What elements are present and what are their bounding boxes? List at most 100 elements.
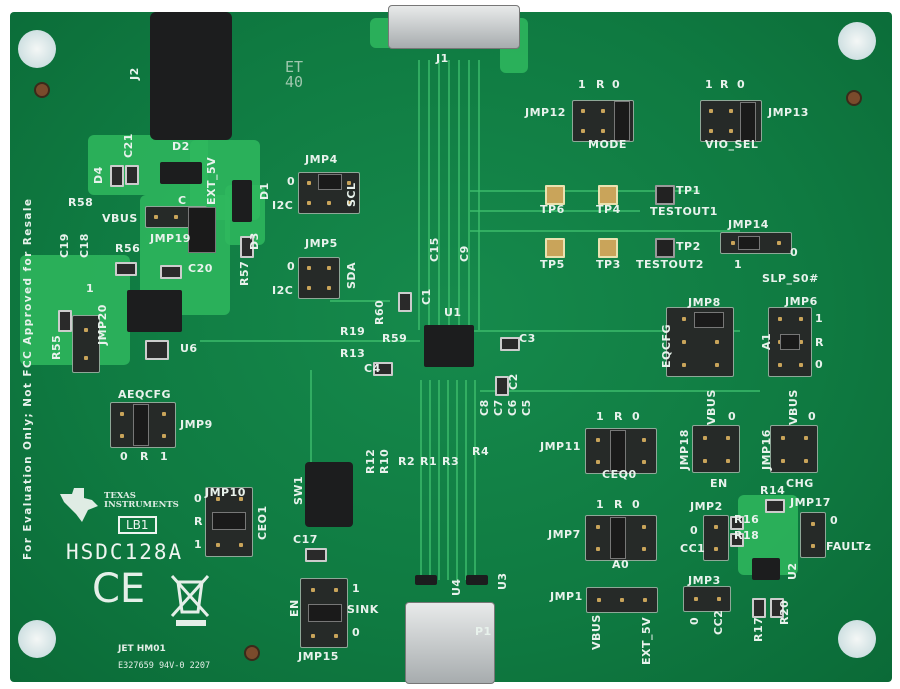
silkscreen-label: TP1 <box>676 184 701 197</box>
trace <box>470 230 740 232</box>
jumper-jmp1 <box>586 587 658 613</box>
passive-component <box>398 292 412 312</box>
silkscreen-label: JMP5 <box>305 237 338 250</box>
silkscreen-label: 1 <box>596 498 605 511</box>
silkscreen-label: 0 <box>632 410 641 423</box>
ic-u6 <box>127 290 182 332</box>
header-pin <box>725 458 730 463</box>
header-pin <box>596 598 601 602</box>
ic-u4 <box>415 575 437 585</box>
silkscreen-label: 0 <box>612 78 621 91</box>
silkscreen-label: VBUS <box>102 212 138 225</box>
silkscreen-label: R57 <box>238 260 251 286</box>
silkscreen-label: JMP11 <box>540 440 581 453</box>
silkscreen-label: JMP3 <box>688 574 721 587</box>
silkscreen-label: U4 <box>450 578 463 596</box>
trace <box>470 330 740 332</box>
silkscreen-label: A0 <box>612 558 630 571</box>
trace <box>420 380 422 580</box>
silkscreen-label: R <box>815 336 824 349</box>
header-pin <box>238 497 243 502</box>
test-point <box>545 238 565 258</box>
ti-logo-icon <box>60 488 98 522</box>
silkscreen-label: R58 <box>68 196 94 209</box>
silkscreen-label: 0 <box>287 175 296 188</box>
header-pin <box>310 633 315 638</box>
ic-u2 <box>752 558 780 580</box>
silkscreen-label: CC2 <box>712 609 725 635</box>
silkscreen-label: C20 <box>188 262 213 275</box>
silkscreen-label: JMP16 <box>760 429 773 470</box>
jumper-shunt <box>308 604 342 622</box>
silkscreen-label: 0 <box>790 246 799 259</box>
mounting-hole <box>838 22 876 60</box>
via <box>846 90 862 106</box>
silkscreen-label: CEO1 <box>256 505 269 540</box>
header-pin <box>238 542 243 547</box>
test-point <box>598 238 618 258</box>
header-pin <box>595 525 600 529</box>
silkscreen-label: EQCFG <box>660 324 673 368</box>
ce-mark: CE <box>92 566 146 612</box>
silkscreen-label: R17 <box>752 616 765 642</box>
trace <box>429 380 431 580</box>
silkscreen-label: JMP7 <box>548 528 581 541</box>
weee-bin-icon <box>170 574 210 626</box>
mounting-hole <box>18 30 56 68</box>
silkscreen-label: R59 <box>382 332 408 345</box>
passive-component <box>145 340 169 360</box>
passive-component <box>373 362 393 376</box>
silkscreen-label: C3 <box>519 332 536 345</box>
silkscreen-label: SCL <box>345 182 358 207</box>
silkscreen-label: C <box>178 194 187 207</box>
silkscreen-label: JMP20 <box>96 304 109 345</box>
silkscreen-label: 1 <box>815 312 824 325</box>
header-pin <box>681 340 686 344</box>
header-pin <box>725 435 730 440</box>
silkscreen-label: JMP19 <box>150 232 191 245</box>
header-pin <box>709 129 713 133</box>
header-pin <box>642 547 647 551</box>
silkscreen-label: 0 <box>632 498 641 511</box>
jumper-jmp6 <box>768 307 812 377</box>
header-pin <box>702 458 707 463</box>
passive-component <box>770 598 784 618</box>
header-pin <box>327 266 331 270</box>
jumper-jmp18 <box>692 425 740 473</box>
silkscreen-label: CEQ0 <box>602 468 637 481</box>
header-pin <box>307 286 311 290</box>
silkscreen-label: R60 <box>373 299 386 325</box>
header-pin <box>620 598 624 602</box>
silkscreen-label: TP2 <box>676 240 701 253</box>
trace <box>465 380 467 580</box>
silkscreen-label: R19 <box>340 325 366 338</box>
header-pin <box>729 129 733 133</box>
silkscreen-label: JMP18 <box>678 429 691 470</box>
silkscreen-label: 1 <box>705 78 714 91</box>
silkscreen-label: 0 <box>287 260 296 273</box>
silkscreen-label: R12 <box>364 448 377 474</box>
passive-component <box>730 533 744 547</box>
trace <box>200 340 420 342</box>
trace <box>480 390 760 392</box>
silkscreen-label: R <box>614 498 623 511</box>
silkscreen-label: R3 <box>442 455 460 468</box>
silkscreen-label: 1 <box>578 78 587 91</box>
silkscreen-label: U2 <box>786 562 799 580</box>
silkscreen-label: C18 <box>78 233 91 258</box>
header-pin <box>307 201 311 205</box>
silkscreen-label: C8 <box>478 399 491 416</box>
silkscreen-label: JMP8 <box>688 296 721 309</box>
silkscreen-label: C4 <box>364 362 381 375</box>
jumper-shunt <box>610 517 626 559</box>
jumper-jmp16 <box>770 425 818 473</box>
silkscreen-label: J1 <box>436 52 449 65</box>
header-pin <box>777 317 782 322</box>
header-pin <box>811 544 815 548</box>
silkscreen-label: EN <box>288 599 301 617</box>
silkscreen-label: R10 <box>378 448 391 474</box>
header-pin <box>643 598 648 602</box>
header-pin <box>347 201 351 205</box>
silkscreen-label: R13 <box>340 347 366 360</box>
test-point <box>655 185 675 205</box>
